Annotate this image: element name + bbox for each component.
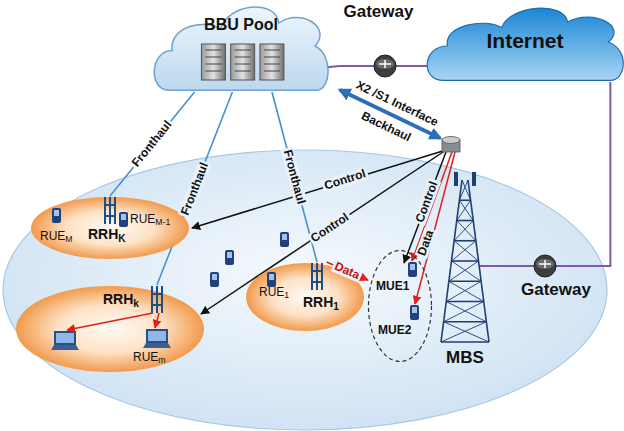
text-subscript: m [158, 355, 165, 365]
macro-base-station-shape [441, 172, 502, 342]
node-text: MBS [428, 348, 502, 368]
internet-cloud: Internet [428, 2, 622, 82]
gateway-router: Gateway [510, 252, 602, 308]
macro-base-station: MBS [428, 170, 502, 370]
connector [417, 65, 428, 67]
rrh-cell-shape [31, 197, 189, 259]
bbu-pool-cloud-outline [155, 0, 327, 92]
node-text: MUE1 [376, 280, 409, 294]
node-text: RUEM [40, 230, 73, 244]
node-text: RRHk [103, 291, 139, 307]
macro-user-group: MUE1MUE2 [368, 250, 432, 362]
rrh-cell: RRHKRUEMRUEM-1 [30, 196, 190, 260]
node-text: Gateway [340, 2, 417, 22]
gateway-router-shape [340, 55, 417, 77]
text-main: RUE [130, 212, 155, 226]
edge-label: Fronthaul [178, 158, 212, 218]
bbu-pool-cloud-shape [154, 7, 328, 90]
node-text: MUE2 [378, 324, 411, 338]
text-subscript: K [118, 233, 125, 244]
text-subscript: M-1 [155, 217, 170, 227]
text-main: RUE [259, 285, 284, 299]
text-main: RUE [133, 350, 158, 364]
macro-user-group-shape [369, 251, 432, 362]
edge-label: Fronthaul [128, 117, 176, 171]
node-text: RUE1 [259, 286, 289, 300]
internet-cloud-shape [427, 8, 623, 80]
node-text: RRH1 [303, 294, 339, 310]
rrh-cell: RRHkRUEm [15, 285, 205, 373]
macro-base-station-outline [428, 170, 502, 370]
data-label: Data [415, 227, 438, 260]
node-text: BBU Pool [155, 16, 327, 34]
macro-user-group-outline [368, 250, 432, 362]
text-subscript: k [133, 298, 139, 309]
rrh-cell-shape [16, 286, 204, 372]
switch-icon [442, 137, 460, 153]
control-label: Control [307, 210, 353, 247]
connector [327, 66, 340, 67]
node-text: Internet [428, 29, 622, 53]
text-main: RRH [88, 226, 118, 242]
text-main: RUE [40, 229, 65, 243]
control-label: Control [413, 178, 442, 226]
gateway-router-shape [510, 255, 602, 277]
text-subscript: M [65, 234, 72, 244]
edge-label: Fronthaul [281, 147, 309, 208]
text-main: RRH [303, 294, 333, 310]
connector [602, 82, 610, 266]
node-text: Gateway [510, 280, 602, 300]
node-text: RUEm [133, 351, 166, 365]
text-main: RRH [103, 291, 133, 307]
connector [502, 265, 510, 267]
control-label: Control [321, 167, 369, 194]
connector [110, 92, 195, 196]
gateway-router: Gateway [340, 2, 417, 82]
bbu-pool-cloud: BBU Pool [155, 0, 327, 92]
text-subscript: 1 [284, 290, 289, 300]
node-text: RUEM-1 [130, 213, 170, 227]
node-text: RRHK [88, 226, 126, 242]
edge-label: Data [331, 259, 364, 283]
text-subscript: 1 [333, 301, 339, 312]
